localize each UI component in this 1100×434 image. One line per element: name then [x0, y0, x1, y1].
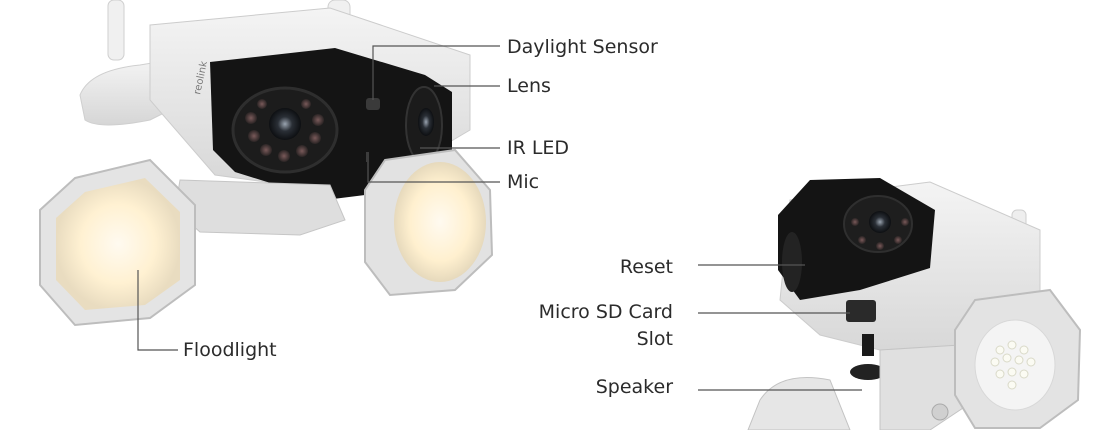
- sd-card-slot: [846, 300, 876, 322]
- rear-side-lens: [782, 232, 802, 292]
- floodlight-bracket: [174, 179, 346, 236]
- floodlight-right-lamp: [394, 162, 486, 282]
- leader-floodlight: [137, 270, 178, 351]
- label-daylight-sensor: Daylight Sensor: [507, 36, 658, 58]
- label-speaker: Speaker: [595, 376, 673, 398]
- mount-screw: [931, 403, 949, 421]
- rear-ir-leds: [851, 218, 909, 250]
- leader-lines: [137, 45, 862, 391]
- label-reset: Reset: [619, 256, 673, 278]
- floodlight-led-array: [990, 340, 1036, 390]
- ir-led-ring: [245, 99, 324, 162]
- side-lens: [418, 108, 434, 136]
- label-ir-led: IR LED: [507, 137, 570, 159]
- antenna-left: [107, 0, 125, 61]
- label-lens: Lens: [507, 75, 551, 97]
- rear-lens: [869, 211, 891, 233]
- label-micro-sd-line2: Slot: [636, 328, 673, 350]
- speaker-grille: [850, 364, 886, 380]
- front-camera: reolink: [39, 0, 494, 327]
- label-floodlight: Floodlight: [183, 339, 277, 361]
- daylight-sensor: [366, 98, 380, 110]
- main-lens: [269, 108, 301, 140]
- label-micro-sd-line1: Micro SD Card: [538, 301, 673, 323]
- rear-floodlight-right-lamp: [974, 319, 1056, 411]
- underside-camera: [747, 178, 1082, 431]
- label-mic: Mic: [507, 171, 540, 193]
- floodlight-left-lamp: [56, 178, 180, 310]
- leader-daylight-sensor: [372, 45, 500, 100]
- rear-bracket: [879, 344, 976, 431]
- mic-hole: [366, 152, 369, 162]
- sd-card: [862, 334, 874, 356]
- leader-mic: [367, 162, 500, 183]
- rear-floodlight-left: [747, 377, 851, 431]
